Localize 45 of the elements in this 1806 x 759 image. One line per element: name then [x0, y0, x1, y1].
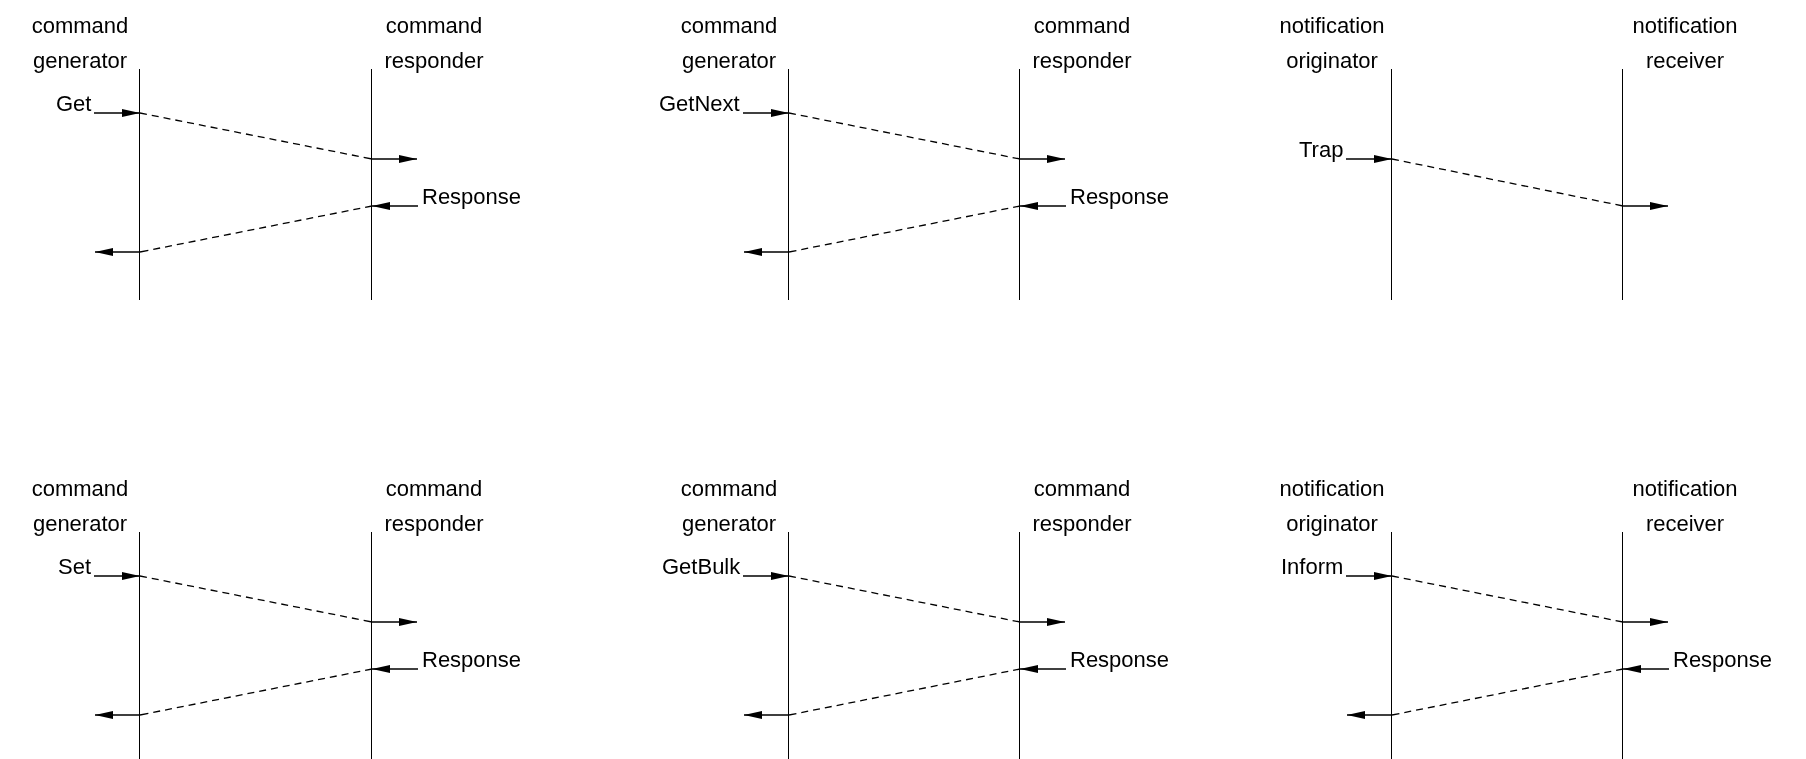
- participant-label: command generator: [679, 475, 779, 538]
- dashed-message-line: [743, 668, 1021, 719]
- dashed-message-line: [788, 575, 1066, 626]
- participant-label: notification originator: [1278, 475, 1386, 538]
- message-label: Response: [1070, 647, 1170, 673]
- message-label: Response: [422, 647, 522, 673]
- message-arrow: [1345, 155, 1393, 163]
- message-arrow: [371, 202, 419, 210]
- dashed-message-line: [94, 205, 373, 256]
- participant-label: notification receiver: [1631, 12, 1739, 75]
- message-label: Inform: [1281, 554, 1344, 580]
- message-arrow: [742, 572, 790, 580]
- dashed-message-line: [139, 112, 418, 163]
- participant-label: command responder: [1031, 475, 1133, 538]
- participant-label: command generator: [30, 12, 130, 75]
- participant-label: command responder: [383, 12, 485, 75]
- message-arrow: [93, 572, 141, 580]
- message-arrow: [371, 665, 419, 673]
- dashed-message-line: [788, 112, 1066, 163]
- participant-label: command responder: [383, 475, 485, 538]
- dashed-message-line: [94, 668, 373, 719]
- participant-label: notification receiver: [1631, 475, 1739, 538]
- message-label: GetNext: [659, 91, 740, 117]
- message-arrow: [1345, 572, 1393, 580]
- participant-label: command generator: [30, 475, 130, 538]
- message-label: GetBulk: [662, 554, 741, 580]
- participant-label: command generator: [679, 12, 779, 75]
- dashed-message-line: [743, 205, 1021, 256]
- message-arrow: [1622, 665, 1670, 673]
- message-label: Get: [56, 91, 92, 117]
- message-label: Response: [422, 184, 522, 210]
- message-label: Trap: [1299, 137, 1344, 163]
- dashed-message-line: [139, 575, 418, 626]
- participant-label: notification originator: [1278, 12, 1386, 75]
- message-label: Set: [58, 554, 92, 580]
- message-arrow: [1019, 202, 1067, 210]
- message-label: Response: [1070, 184, 1170, 210]
- message-label: Response: [1673, 647, 1773, 673]
- dashed-message-line: [1391, 158, 1669, 210]
- dashed-message-line: [1346, 668, 1624, 719]
- message-arrow: [742, 109, 790, 117]
- message-arrow: [1019, 665, 1067, 673]
- participant-label: command responder: [1031, 12, 1133, 75]
- message-arrow: [93, 109, 141, 117]
- dashed-message-line: [1391, 575, 1669, 626]
